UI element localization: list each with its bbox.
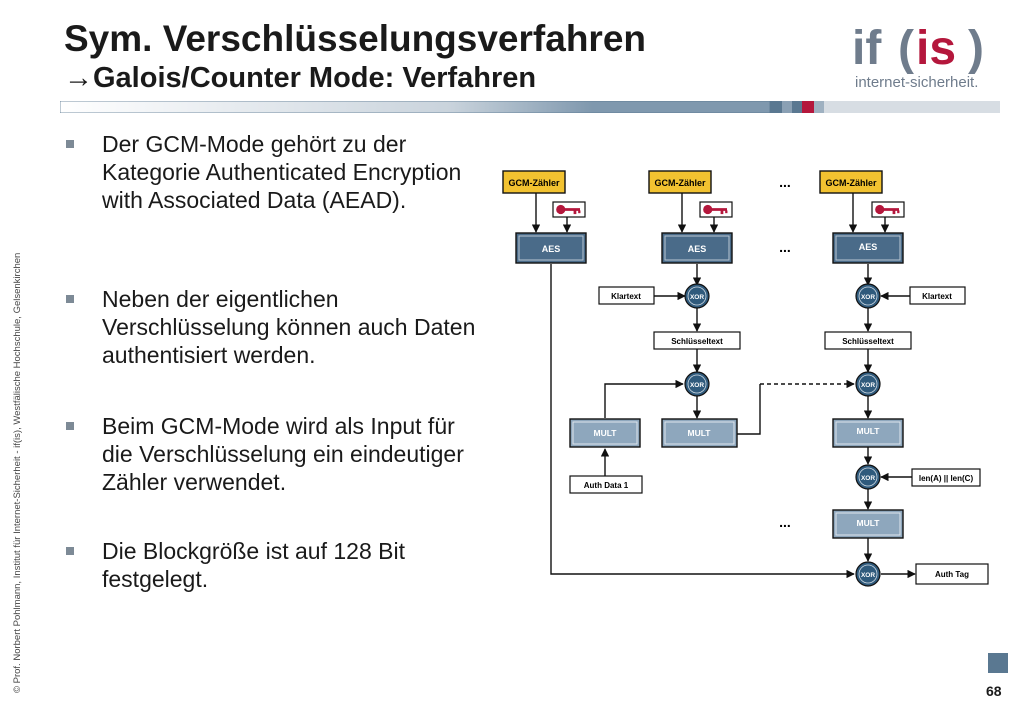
header-bar <box>60 101 1000 113</box>
xor-label: XOR <box>861 382 875 389</box>
subtitle-text: Galois/Counter Mode: Verfahren <box>93 62 537 94</box>
ifis-logo: if ( is ) <box>852 22 984 75</box>
bullet-item: Beim GCM-Mode wird als Input für die Ver… <box>66 412 486 496</box>
copyright-sidebar: © Prof. Norbert Pohlmann, Institut für I… <box>12 252 23 693</box>
length-label: len(A) || len(C) <box>919 474 974 483</box>
logo-tagline: internet-sicherheit. <box>855 74 979 91</box>
plaintext-label: Klartext <box>611 292 641 301</box>
bullet-item: Die Blockgröße ist auf 128 Bit festgeleg… <box>66 537 486 593</box>
xor-label: XOR <box>690 294 704 301</box>
auth-tag-label: Auth Tag <box>935 570 969 579</box>
bullet-square-icon <box>66 295 74 303</box>
mult-label: MULT <box>688 428 712 438</box>
gcm-diagram: GCM-Zähler GCM-Zähler GCM-Zähler ... ...… <box>502 170 989 587</box>
counter-block: GCM-Zähler <box>648 170 712 194</box>
bullet-item: Der GCM-Mode gehört zu der Kategorie Aut… <box>66 130 486 214</box>
ellipsis-label: ... <box>779 239 791 255</box>
bullet-square-icon <box>66 140 74 148</box>
bullet-square-icon <box>66 547 74 555</box>
page-number: 68 <box>986 683 1002 699</box>
aes-label: AES <box>688 244 707 254</box>
aes-label: AES <box>542 244 561 254</box>
logo-is-text: is <box>916 22 956 75</box>
counter-label: GCM-Zähler <box>654 178 706 188</box>
mult-block: MULT <box>832 509 904 539</box>
ellipsis-label: ... <box>779 174 791 190</box>
bullet-text: Neben der eigentlichen Verschlüsselung k… <box>102 286 476 368</box>
length-box: len(A) || len(C) <box>911 468 981 487</box>
page-marker <box>988 653 1008 673</box>
logo-paren-close: ) <box>968 22 984 75</box>
xor-node: XOR <box>855 283 881 309</box>
counter-block: GCM-Zähler <box>819 170 883 194</box>
mult-block: MULT <box>569 418 641 448</box>
xor-node: XOR <box>855 464 881 490</box>
ciphertext-label: Schlüsseltext <box>671 337 723 346</box>
ciphertext-box: Schlüsseltext <box>653 331 741 350</box>
plaintext-label: Klartext <box>922 292 952 301</box>
mult-label: MULT <box>857 518 881 528</box>
bullet-text: Der GCM-Mode gehört zu der Kategorie Aut… <box>102 131 462 213</box>
plaintext-box: Klartext <box>909 286 966 305</box>
logo-paren-open: ( <box>898 22 914 75</box>
mult-block: MULT <box>832 418 904 448</box>
bullet-square-icon <box>66 422 74 430</box>
xor-label: XOR <box>861 572 875 579</box>
auth-tag-box: Auth Tag <box>915 563 989 585</box>
counter-label: GCM-Zähler <box>825 178 877 188</box>
counter-block: GCM-Zähler <box>502 170 566 194</box>
mult-block: MULT <box>661 418 738 448</box>
xor-label: XOR <box>690 382 704 389</box>
mult-label: MULT <box>857 426 881 436</box>
xor-node: XOR <box>684 283 710 309</box>
xor-label: XOR <box>861 294 875 301</box>
ciphertext-box: Schlüsseltext <box>824 331 912 350</box>
plaintext-box: Klartext <box>598 286 655 305</box>
key-icon <box>552 201 586 218</box>
bullet-item: Neben der eigentlichen Verschlüsselung k… <box>66 285 486 369</box>
xor-node: XOR <box>684 371 710 397</box>
aes-block: AES <box>515 232 587 264</box>
bullet-text: Beim GCM-Mode wird als Input für die Ver… <box>102 413 464 495</box>
aes-block: AES <box>661 232 733 264</box>
key-icon <box>871 201 905 218</box>
mult-label: MULT <box>594 428 618 438</box>
slide-title: Sym. Verschlüsselungsverfahren <box>64 18 646 59</box>
arrow-icon: → <box>64 62 93 94</box>
auth-data-label: Auth Data 1 <box>584 481 629 490</box>
slide-subtitle: →Galois/Counter Mode: Verfahren <box>64 62 536 95</box>
key-icon <box>699 201 733 218</box>
xor-node: XOR <box>855 561 881 587</box>
aes-block: AES <box>832 232 904 264</box>
ciphertext-label: Schlüsseltext <box>842 337 894 346</box>
xor-node: XOR <box>855 371 881 397</box>
logo-if-text: if <box>852 22 882 75</box>
counter-label: GCM-Zähler <box>508 178 560 188</box>
ellipsis-label: ... <box>779 514 791 530</box>
auth-data-box: Auth Data 1 <box>569 475 643 494</box>
xor-label: XOR <box>861 475 875 482</box>
aes-label: AES <box>859 242 878 252</box>
bullet-text: Die Blockgröße ist auf 128 Bit festgeleg… <box>102 538 405 592</box>
